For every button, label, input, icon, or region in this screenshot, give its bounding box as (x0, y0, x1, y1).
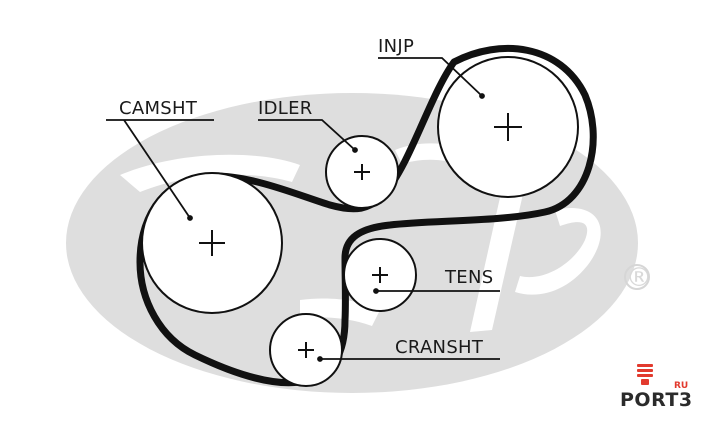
cransht-pulley (269, 313, 343, 387)
brand-name: PORT3 (620, 389, 693, 411)
injp-leader (378, 57, 483, 97)
piston-icon (637, 364, 653, 385)
camsht-pulley (141, 172, 283, 314)
camsht-leader-diagonal (123, 119, 191, 219)
label-tens: TENS (444, 267, 493, 288)
idler-leader (258, 119, 356, 151)
port3-brand-logo: RU PORT3 (620, 364, 693, 411)
leader-lines (106, 57, 500, 362)
injp-pulley (437, 56, 579, 198)
label-camsht: CAMSHT (119, 98, 198, 119)
label-idler: IDLER (258, 98, 313, 119)
label-injp: INJP (378, 36, 414, 57)
brand-suffix: RU (674, 381, 688, 391)
label-cransht: CRANSHT (395, 337, 484, 358)
idler-pulley (325, 135, 399, 209)
tens-pulley (343, 238, 417, 312)
